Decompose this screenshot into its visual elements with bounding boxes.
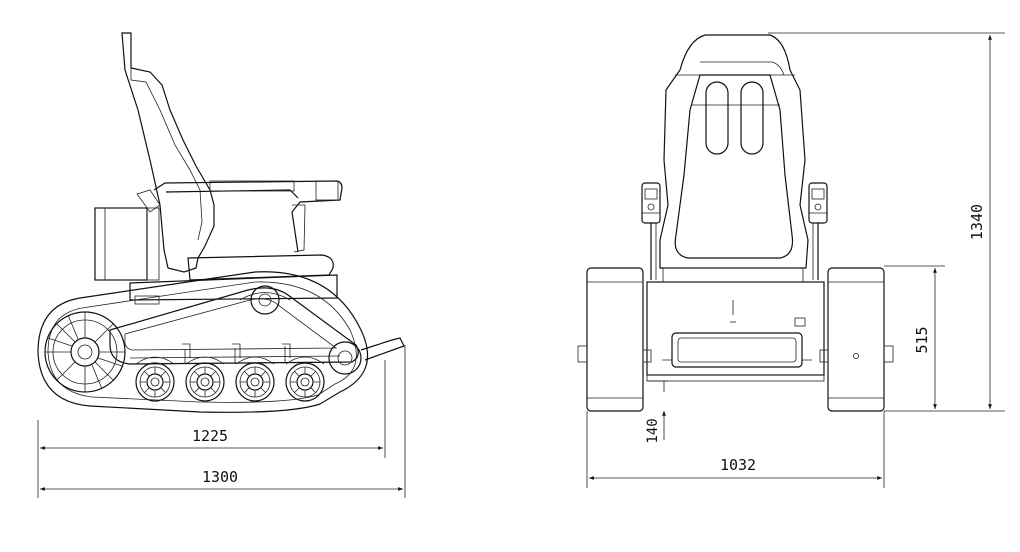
side-seat-back: [121, 32, 215, 273]
side-armrest: [153, 180, 343, 253]
front-right-track: [827, 267, 885, 412]
front-right-armrest: [808, 182, 828, 224]
front-track-height-label: 515: [913, 326, 931, 353]
front-ground-clearance-label: 140: [645, 418, 661, 443]
side-track-length-label: 1225: [192, 427, 228, 445]
side-idler-wheel: [328, 341, 362, 375]
side-overall-length-label: 1300: [202, 468, 238, 486]
front-left-armrest: [641, 182, 661, 224]
side-motor-box: [94, 207, 148, 281]
side-view: 1225 1300: [37, 32, 406, 498]
front-overall-height-label: 1340: [968, 204, 986, 240]
side-road-wheel: [185, 362, 225, 402]
side-tension-wheel: [250, 285, 280, 315]
front-view: 1340 515 140 1032: [577, 32, 1005, 488]
side-road-wheel: [235, 362, 275, 402]
front-seat-back: [659, 34, 809, 269]
side-road-wheel: [285, 362, 325, 402]
side-road-wheel: [135, 362, 175, 402]
side-seat-cushion: [187, 254, 334, 281]
front-chassis: [646, 281, 825, 376]
side-track-outer: [37, 271, 369, 413]
front-overall-width-label: 1032: [720, 456, 756, 474]
front-left-track: [586, 267, 644, 412]
